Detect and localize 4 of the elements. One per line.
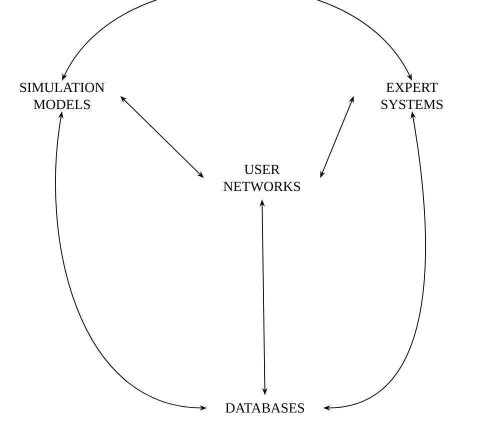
node-label: EXPERT SYSTEMS: [381, 82, 443, 110]
node-label: USER NETWORKS: [224, 164, 300, 192]
node-label: SIMULATION MODELS: [20, 82, 104, 110]
node-label: DATABASES: [226, 403, 304, 413]
